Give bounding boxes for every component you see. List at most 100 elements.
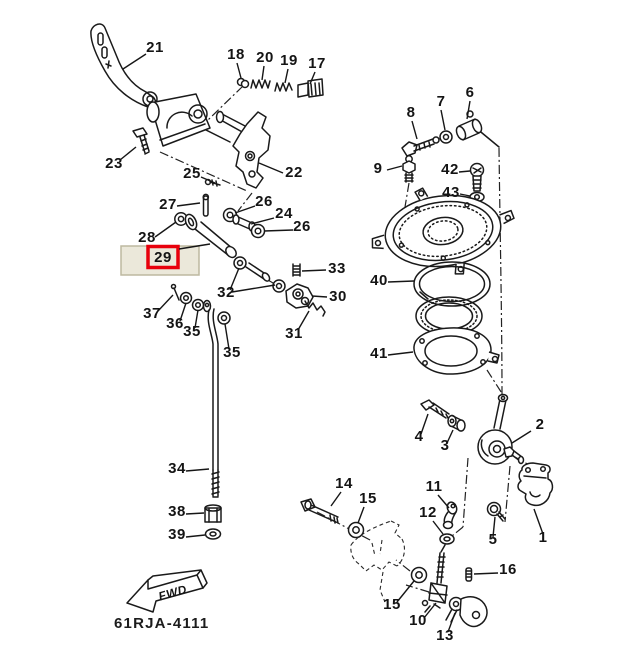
part-36-washer <box>179 291 193 305</box>
leader-line-10 <box>423 602 437 619</box>
part-9-nipple <box>402 155 416 183</box>
leader-line-15-b <box>396 580 415 603</box>
leader-line-14 <box>330 491 342 507</box>
callout-39[interactable]: 39 <box>168 526 186 543</box>
highlight-selected-box[interactable] <box>146 244 180 270</box>
part-12-washer <box>439 533 455 545</box>
callout-16[interactable]: 16 <box>499 561 517 578</box>
callout-3[interactable]: 3 <box>441 437 450 454</box>
part-34-shift-rod <box>202 299 220 498</box>
part-42-bolt <box>469 162 485 192</box>
callout-21[interactable]: 21 <box>146 39 164 56</box>
callout-17[interactable]: 17 <box>308 55 326 72</box>
leader-line-39 <box>185 534 206 538</box>
callout-40[interactable]: 40 <box>370 272 388 289</box>
fwd-direction-arrow: FWD <box>126 569 208 613</box>
callout-12[interactable]: 12 <box>419 504 437 521</box>
part-15-grommet-a <box>347 521 365 539</box>
callout-13[interactable]: 13 <box>436 627 454 644</box>
callout-10[interactable]: 10 <box>409 612 427 629</box>
callout-22[interactable]: 22 <box>285 164 303 181</box>
part-35-washer-b <box>217 311 231 325</box>
callout-37[interactable]: 37 <box>143 305 161 322</box>
leader-line-35-a <box>194 309 199 329</box>
part-15-grommet-b <box>410 566 428 584</box>
part-26-collar-b <box>250 223 266 239</box>
part-37-pin <box>170 283 180 301</box>
leader-line-30 <box>311 295 328 298</box>
part-20-spring <box>250 79 271 89</box>
steering-mount-bracket <box>146 93 211 147</box>
leader-line-25 <box>200 176 216 184</box>
callout-34[interactable]: 34 <box>168 460 186 477</box>
callout-14[interactable]: 14 <box>335 475 353 492</box>
callout-11[interactable]: 11 <box>426 478 443 495</box>
callout-31[interactable]: 31 <box>285 325 303 342</box>
leader-line-5 <box>492 516 496 538</box>
part-5-bolt <box>486 501 506 522</box>
callout-15-b[interactable]: 15 <box>383 596 401 613</box>
callout-25[interactable]: 25 <box>183 165 201 182</box>
highlight-row[interactable] <box>120 245 200 276</box>
leader-line-36 <box>179 302 187 322</box>
callout-5[interactable]: 5 <box>489 531 498 548</box>
leader-line-32 <box>229 267 240 291</box>
callout-7[interactable]: 7 <box>437 93 446 110</box>
part-33-spring <box>292 263 301 277</box>
part-14-bolt <box>300 498 339 524</box>
callout-8[interactable]: 8 <box>407 104 416 121</box>
callout-4[interactable]: 4 <box>415 428 424 445</box>
part-22-cam-bracket <box>215 110 271 189</box>
part-13-arm <box>445 596 488 628</box>
callout-43[interactable]: 43 <box>442 184 460 201</box>
leader-line-35-b <box>224 323 230 350</box>
callout-29-highlighted[interactable]: 29 <box>154 249 172 266</box>
leader-line-29 <box>178 243 211 250</box>
leader-line-34 <box>185 468 210 472</box>
part-11-joint <box>442 501 458 530</box>
leader-line-4 <box>420 413 429 435</box>
callout-32[interactable]: 32 <box>217 284 235 301</box>
callout-28[interactable]: 28 <box>138 229 156 246</box>
callout-2[interactable]: 2 <box>536 416 545 433</box>
leader-line-24 <box>250 217 275 225</box>
callout-18[interactable]: 18 <box>227 46 245 63</box>
callout-27[interactable]: 27 <box>159 196 177 213</box>
callout-42[interactable]: 42 <box>441 161 459 178</box>
callout-26-b[interactable]: 26 <box>293 218 311 235</box>
callout-35-a[interactable]: 35 <box>183 323 201 340</box>
leader-line-26-a <box>234 205 256 214</box>
callout-1[interactable]: 1 <box>539 529 548 546</box>
part-21-throttle-lever <box>90 23 158 109</box>
callout-26-a[interactable]: 26 <box>255 193 273 210</box>
leader-line-16 <box>473 572 499 575</box>
callout-35-b[interactable]: 35 <box>223 344 241 361</box>
diagram-code: 61RJA-4111 <box>114 615 209 632</box>
leader-line-22 <box>258 162 284 174</box>
leader-line-28 <box>154 221 177 238</box>
callout-36[interactable]: 36 <box>166 315 184 332</box>
callout-23[interactable]: 23 <box>105 155 123 172</box>
leader-line-38 <box>185 512 205 515</box>
callout-20[interactable]: 20 <box>256 49 274 66</box>
leader-line-11 <box>437 494 450 509</box>
part-19-spring <box>274 82 293 92</box>
callout-9[interactable]: 9 <box>374 160 383 177</box>
callout-15-a[interactable]: 15 <box>359 490 377 507</box>
leader-line-43 <box>459 193 471 197</box>
part-2-cam-assembly <box>477 393 525 465</box>
callout-6[interactable]: 6 <box>466 84 475 101</box>
part-16-pin <box>465 567 473 582</box>
leader-line-19 <box>284 68 289 84</box>
leader-line-33 <box>301 269 327 272</box>
leader-line-26-b <box>263 229 294 232</box>
part-18-ball <box>236 77 250 89</box>
callout-30[interactable]: 30 <box>329 288 347 305</box>
callout-41[interactable]: 41 <box>370 345 388 362</box>
part-3-bushing <box>447 414 466 432</box>
callout-24[interactable]: 24 <box>275 205 293 222</box>
callout-19[interactable]: 19 <box>280 52 298 69</box>
callout-33[interactable]: 33 <box>328 260 346 277</box>
callout-38[interactable]: 38 <box>168 503 186 520</box>
leader-line-37 <box>157 294 174 312</box>
